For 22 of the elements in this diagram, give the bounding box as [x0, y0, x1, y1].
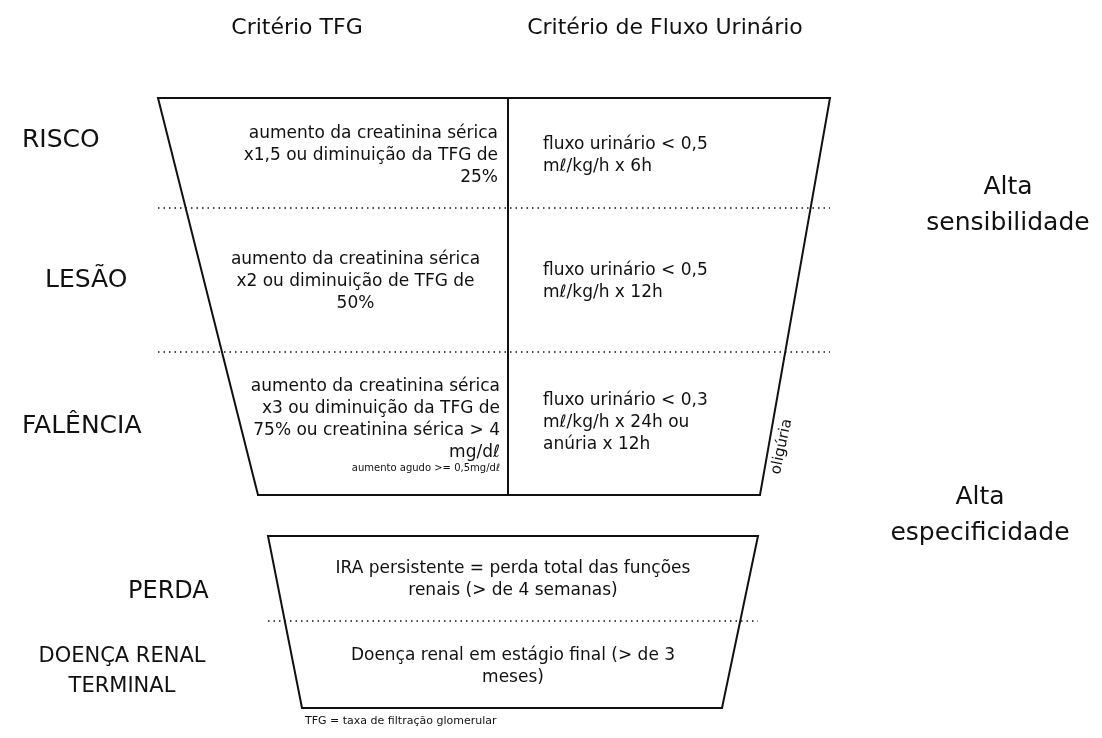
criterion-text: fluxo urinário < 0,5 mℓ/kg/h x 6h	[543, 132, 709, 176]
trapezoid-panel	[158, 98, 830, 495]
stage-label: FALÊNCIA	[22, 410, 142, 439]
criterion-text: fluxo urinário < 0,3 mℓ/kg/h x 24h ou anúria x 12h	[543, 388, 709, 454]
criterion-text: aumento da creatinina sérica x1,5 ou diminuição da TFG de 25%	[242, 121, 498, 187]
criterion-text: fluxo urinário < 0,5 mℓ/kg/h x 12h	[543, 258, 709, 302]
criterion-text: aumento da creatinina sérica x2 ou diminuição de TFG de 50%	[229, 247, 482, 313]
stage-label: DOENÇA RENAL TERMINAL	[37, 642, 207, 700]
stage-label: RISCO	[22, 124, 100, 153]
footnote-text: aumento agudo >= 0,5mg/dℓ	[350, 462, 500, 474]
stage-label: PERDA	[128, 576, 209, 604]
stage-label: LESÃO	[45, 264, 128, 293]
footnote-text: TFG = taxa de filtração glomerular	[305, 714, 497, 727]
rotated-label: oligúria	[766, 417, 796, 476]
column-header: Critério TFG	[231, 14, 363, 39]
column-header: Critério de Fluxo Urinário	[527, 14, 803, 39]
criterion-text: Doença renal em estágio final (> de 3 meses)	[349, 643, 677, 687]
side-label: Alta sensibilidade	[925, 170, 1091, 239]
side-label: Alta especificidade	[889, 480, 1071, 549]
criterion-text: aumento da creatinina sérica x3 ou diminuição da TFG de 75% ou creatinina sérica > 4 mg/dℓ	[249, 374, 500, 462]
trapezoid-panel	[268, 536, 758, 708]
criterion-text: IRA persistente = perda total das funções renais (> de 4 semanas)	[334, 556, 692, 600]
